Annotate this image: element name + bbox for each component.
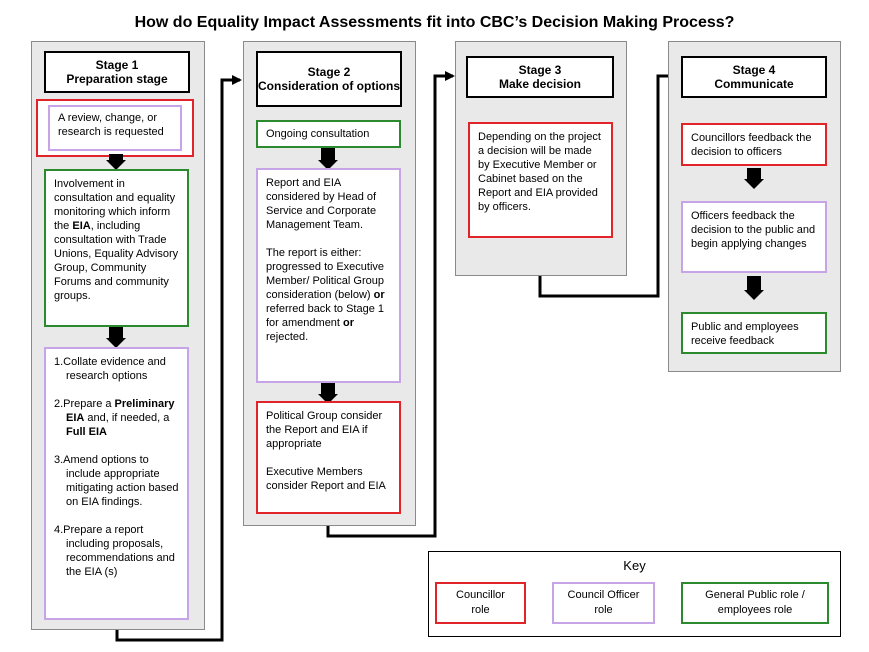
connector-stage2-to-stage3: [326, 71, 455, 538]
stage4-arrow-2: [747, 276, 761, 290]
stage2-arrowhead-2: [318, 394, 338, 404]
stage2-arrow-2: [321, 383, 335, 395]
connector-stage1-to-stage2: [115, 75, 242, 642]
stage1-step-4: 4.Prepare a report including proposals, …: [54, 524, 175, 578]
stage1-involvement-text: Involvement in consultation and equality…: [54, 178, 176, 232]
stage2-ongoing-text: Ongoing consultation: [266, 128, 370, 140]
key-public-role: General Public role / employees role: [681, 582, 829, 624]
stage3-name: Make decision: [498, 77, 582, 91]
stage4-arrowhead-1: [744, 179, 764, 189]
stage1-arrowhead-2: [106, 338, 126, 348]
key-councillor-role: Councillor role: [435, 582, 526, 624]
stage4-number: Stage 4: [732, 63, 776, 77]
stage1-arrow-1: [109, 154, 123, 162]
stage2-arrow-1: [321, 148, 335, 161]
stage3-decision-text: Depending on the project a decision will…: [478, 131, 601, 213]
stage3-decision-box: Depending on the project a decision will…: [468, 122, 613, 238]
stage2-arrowhead-1: [318, 160, 338, 170]
stage1-name: Preparation stage: [66, 72, 168, 86]
stage4-councillors-box: Councillors feedback the decision to off…: [681, 123, 827, 166]
stage2-political-text-2: Executive Members consider Report and EI…: [266, 466, 386, 492]
stage2-report-text-1: Report and EIA considered by Head of Ser…: [266, 177, 377, 231]
key-legend: Key Councillor role Council Officer role…: [428, 551, 841, 637]
diagram-title: How do Equality Impact Assessments fit i…: [134, 14, 735, 31]
stage3-number: Stage 3: [518, 63, 562, 77]
stage4-arrow-1: [747, 168, 761, 180]
stage1-step-2: 2.Prepare a Preliminary EIA and, if need…: [54, 398, 175, 438]
stage1-step-3: 3.Amend options to include appropriate m…: [54, 454, 179, 508]
stage1-header: Stage 1 Preparation stage: [44, 51, 190, 93]
stage4-public-box: Public and employees receive feedback: [681, 312, 827, 354]
stage1-number: Stage 1: [95, 58, 139, 72]
stage2-report-box: Report and EIA considered by Head of Ser…: [256, 168, 401, 383]
stage4-officers-text: Officers feedback the decision to the pu…: [691, 210, 816, 250]
stage2-header: Stage 2 Consideration of options: [256, 51, 402, 107]
stage4-councillors-text: Councillors feedback the decision to off…: [691, 132, 812, 158]
connector-stage3-to-stage4: [538, 71, 678, 298]
stage2-number: Stage 2: [307, 65, 351, 79]
stage4-public-text: Public and employees receive feedback: [691, 321, 799, 347]
stage1-involvement-eia: EIA: [72, 220, 91, 232]
stage4-arrowhead-2: [744, 290, 764, 300]
stage2-political-text-1: Political Group consider the Report and …: [266, 410, 383, 450]
stage1-involvement-box: Involvement in consultation and equality…: [44, 169, 189, 327]
stage1-arrow-2: [109, 327, 123, 339]
key-title: Key: [623, 558, 646, 573]
stage3-header: Stage 3 Make decision: [466, 56, 614, 98]
stage1-step-1: 1.Collate evidence and research options: [54, 356, 166, 382]
stage2-report-text-2: The report is either: progressed to Exec…: [266, 247, 385, 343]
key-council-officer-role: Council Officer role: [552, 582, 655, 624]
stage1-steps-box: 1.Collate evidence and research options …: [44, 347, 189, 620]
stage1-review-box: A review, change, or research is request…: [36, 99, 194, 157]
stage4-name: Communicate: [714, 77, 794, 91]
stage1-involvement-text-2: , including consultation with Trade Unio…: [54, 220, 179, 302]
stage1-arrowhead-1: [106, 160, 126, 170]
stage2-ongoing-box: Ongoing consultation: [256, 120, 401, 148]
stage4-officers-box: Officers feedback the decision to the pu…: [681, 201, 827, 273]
stage2-name: Consideration of options: [258, 79, 400, 93]
stage1-review-text: A review, change, or research is request…: [48, 105, 182, 151]
stage4-header: Stage 4 Communicate: [681, 56, 827, 98]
stage2-political-box: Political Group consider the Report and …: [256, 401, 401, 514]
